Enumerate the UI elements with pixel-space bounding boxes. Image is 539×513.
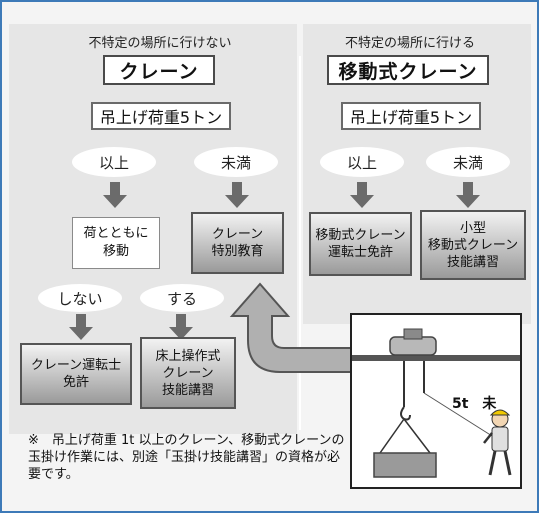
right-title-box: 移動式クレーン: [327, 55, 489, 85]
left-yes-down-arrow: [169, 314, 193, 340]
right-weight-box: 吊上げ荷重5トン: [341, 102, 481, 130]
right-subtitle: 不特定の場所に行ける: [344, 35, 475, 51]
left-title-box: クレーン: [103, 55, 215, 85]
crane-operator-illustration: [352, 328, 520, 478]
left-over-down-arrow: [103, 182, 127, 208]
small-mobile-crane-training-box: 小型 移動式クレーン 技能講習: [420, 210, 526, 280]
left-over-oval: 以上: [72, 147, 156, 177]
note-text: ※ 吊上げ荷重 1t 以上のクレーン、移動式クレーンの玉掛け作業には、別途「玉掛…: [28, 433, 345, 482]
mobile-crane-license-box: 移動式クレーン 運転士免許: [309, 212, 412, 276]
right-over-down-arrow: [350, 182, 374, 208]
left-under-oval: 未満: [194, 147, 278, 177]
crane-special-education-box: クレーン 特別教育: [191, 212, 284, 274]
illustration-label: 5t 未: [452, 396, 497, 412]
left-no-down-arrow: [69, 314, 93, 340]
left-under-down-arrow: [225, 182, 249, 208]
left-subtitle: 不特定の場所に行けない: [88, 35, 232, 51]
panel-divider: [299, 56, 301, 430]
move-with-load-box: 荷とともに 移動: [72, 217, 160, 269]
crane-illustration-inset: 5t 未: [350, 313, 522, 489]
left-weight-box: 吊上げ荷重5トン: [91, 102, 231, 130]
curved-arrow: [229, 282, 362, 373]
right-under-down-arrow: [456, 182, 480, 208]
right-over-oval: 以上: [320, 147, 404, 177]
crane-operator-license-box: クレーン運転士 免許: [20, 343, 132, 405]
left-no-oval: しない: [38, 284, 122, 312]
right-under-oval: 未満: [426, 147, 510, 177]
left-yes-oval: する: [140, 284, 224, 312]
floor-operated-crane-training-box: 床上操作式 クレーン 技能講習: [140, 337, 236, 409]
